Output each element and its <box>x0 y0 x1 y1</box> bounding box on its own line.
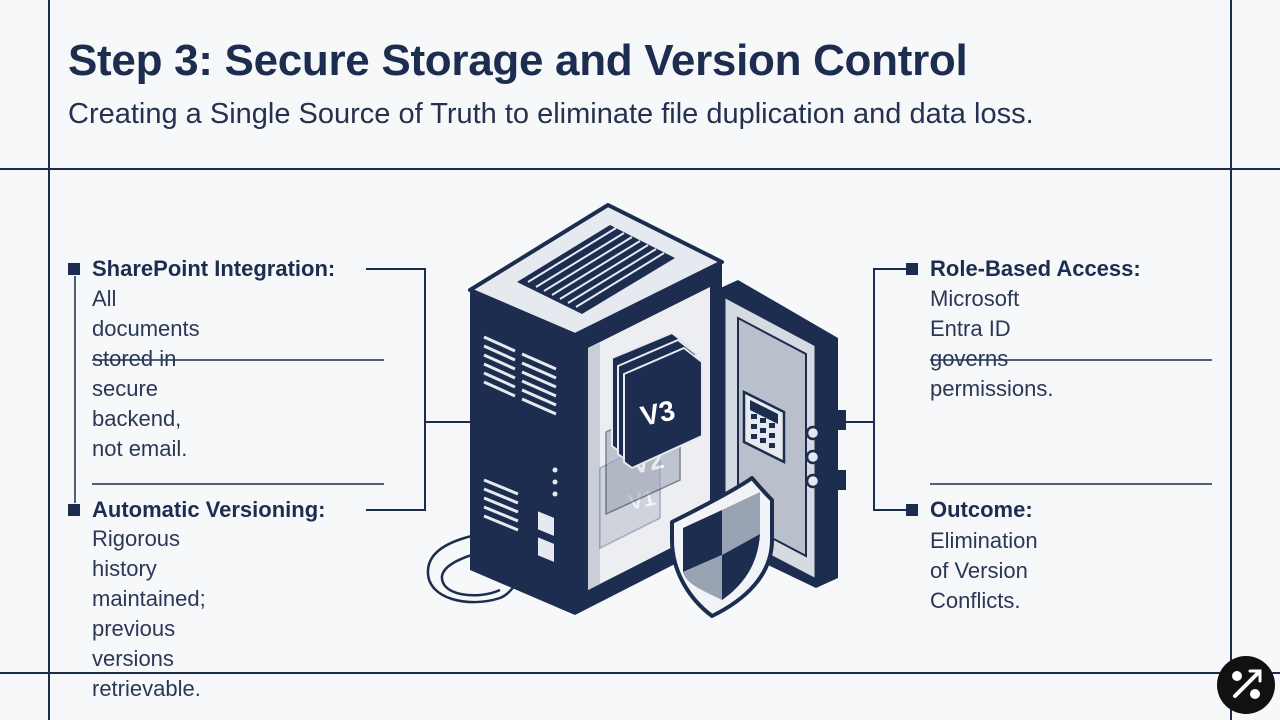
bullet-square-icon <box>906 263 918 275</box>
page-subtitle: Creating a Single Source of Truth to eli… <box>68 98 1034 130</box>
frame-line-left <box>48 0 50 720</box>
frame-line-right <box>1230 0 1232 720</box>
page-title: Step 3: Secure Storage and Version Contr… <box>68 36 968 85</box>
document-stack-icon: V1 V2 V3 <box>599 331 703 550</box>
bullet-square-icon <box>68 504 80 516</box>
callout-body: Elimination of Version Conflicts. <box>930 528 1038 613</box>
callout-heading: Role-Based Access: <box>930 256 1141 281</box>
bullet-square-icon <box>68 263 80 275</box>
callout-body: Rigorous history maintained; previous ve… <box>92 526 206 701</box>
connector-lines <box>74 268 1212 511</box>
keypad-icon <box>742 389 786 465</box>
callout-body: All documents stored in secure backend, … <box>92 286 200 461</box>
connector-access <box>838 268 906 423</box>
connector-versioning <box>366 422 426 511</box>
callout-heading: Outcome: <box>930 497 1033 522</box>
callout-heading: Automatic Versioning: <box>92 497 326 522</box>
frame-line-bottom <box>0 672 1280 674</box>
brand-logo-icon[interactable] <box>1217 656 1275 714</box>
frame-line-top <box>0 168 1280 170</box>
version-label-v3: V3 <box>638 394 678 431</box>
bullet-square-icon <box>906 504 918 516</box>
connector-sharepoint <box>366 268 470 423</box>
callout-body: Microsoft Entra ID governs permissions. <box>930 286 1054 401</box>
connector-outcome <box>873 422 906 511</box>
shield-icon <box>670 476 774 618</box>
callout-heading: SharePoint Integration: <box>92 256 336 281</box>
